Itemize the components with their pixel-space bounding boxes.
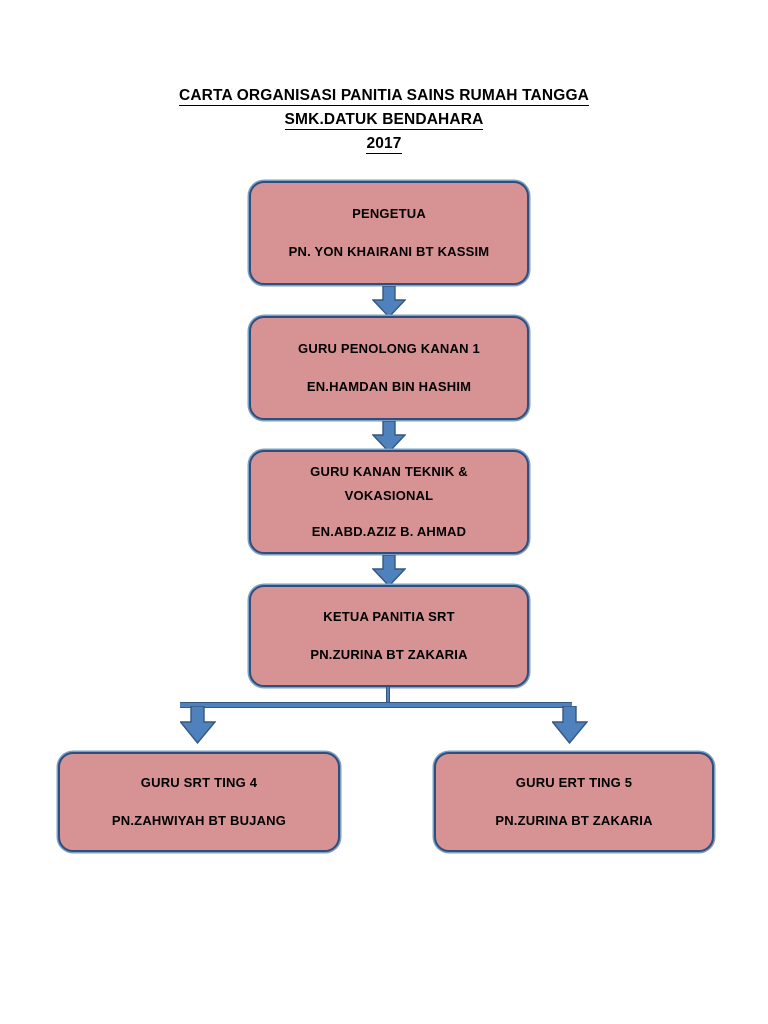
org-node-pengetua-person: PN. YON KHAIRANI BT KASSIM (288, 244, 490, 259)
org-node-pengetua[interactable]: PENGETUA PN. YON KHAIRANI BT KASSIM (249, 181, 529, 285)
org-node-guru-penolong-kanan-1[interactable]: GURU PENOLONG KANAN 1 EN.HAMDAN BIN HASH… (249, 316, 529, 420)
org-node-gpk1-role: GURU PENOLONG KANAN 1 (298, 341, 480, 356)
title-line-3-text: 2017 (366, 135, 402, 154)
org-node-gkv-person: EN.ABD.AZIZ B. AHMAD (311, 524, 467, 539)
org-node-ketua-role: KETUA PANITIA SRT (323, 609, 455, 624)
org-node-gkv-role: GURU KANAN TEKNIK & VOKASIONAL (310, 464, 468, 503)
connector-arrow-gpk1-to-gkv (372, 421, 406, 453)
org-node-guru-ert-5-role: GURU ERT TING 5 (515, 775, 633, 790)
org-node-guru-kanan-teknik-vokasional[interactable]: GURU KANAN TEKNIK & VOKASIONAL EN.ABD.AZ… (249, 450, 529, 554)
branch-connector-stem (386, 687, 390, 705)
org-node-pengetua-role: PENGETUA (352, 206, 426, 221)
branch-connector-bar (180, 702, 572, 708)
connector-arrow-pengetua-to-gpk1 (372, 286, 406, 318)
chart-title-block: CARTA ORGANISASI PANITIA SAINS RUMAH TAN… (0, 84, 768, 156)
title-line-2: SMK.DATUK BENDAHARA (0, 108, 768, 132)
org-node-guru-srt-ting-4[interactable]: GURU SRT TING 4 PN.ZAHWIYAH BT BUJANG (58, 752, 340, 852)
org-node-guru-ert-5-person: PN.ZURINA BT ZAKARIA (495, 813, 653, 828)
title-line-2-text: SMK.DATUK BENDAHARA (284, 111, 484, 130)
connector-arrow-ketua-to-guru-ert-ting-5 (552, 706, 588, 744)
org-node-guru-srt-4-role: GURU SRT TING 4 (140, 775, 258, 790)
org-node-ketua-person: PN.ZURINA BT ZAKARIA (310, 647, 468, 662)
title-line-1: CARTA ORGANISASI PANITIA SAINS RUMAH TAN… (0, 84, 768, 108)
org-node-guru-srt-4-person: PN.ZAHWIYAH BT BUJANG (111, 813, 287, 828)
title-line-3: 2017 (0, 132, 768, 156)
connector-arrow-gkv-to-ketua (372, 555, 406, 587)
org-node-ketua-panitia-srt[interactable]: KETUA PANITIA SRT PN.ZURINA BT ZAKARIA (249, 585, 529, 687)
title-line-1-text: CARTA ORGANISASI PANITIA SAINS RUMAH TAN… (178, 87, 590, 106)
org-node-gpk1-person: EN.HAMDAN BIN HASHIM (306, 379, 472, 394)
connector-arrow-ketua-to-guru-srt-ting-4 (180, 706, 216, 744)
org-node-guru-ert-ting-5[interactable]: GURU ERT TING 5 PN.ZURINA BT ZAKARIA (434, 752, 714, 852)
